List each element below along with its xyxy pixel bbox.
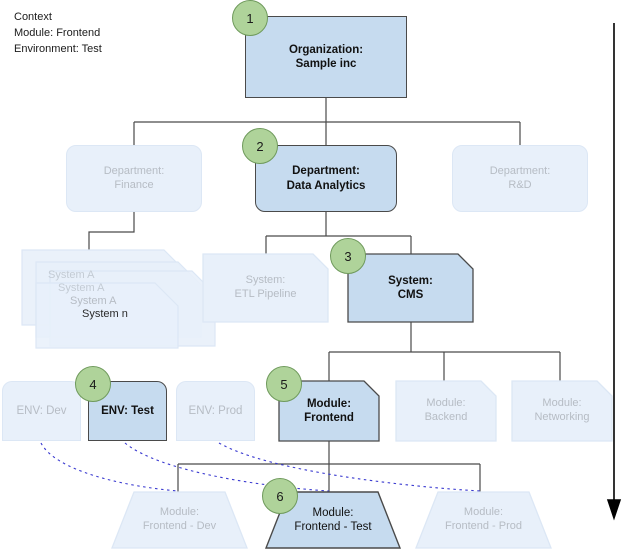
badge-3: 3: [330, 238, 366, 274]
node-system-cms-label: System: CMS: [388, 274, 433, 301]
node-env-prod-label: ENV: Prod: [188, 404, 243, 417]
node-module-frontend[interactable]: Module: Frontend: [279, 381, 379, 441]
node-organization[interactable]: Organization: Sample inc: [245, 16, 407, 98]
node-module-backend-label: Module: Backend: [424, 397, 468, 423]
system-stack-label-1: System A: [48, 269, 95, 281]
node-env-dev-label: ENV: Dev: [16, 404, 67, 417]
node-department-rd[interactable]: Department: R&D: [452, 145, 588, 212]
badge-4: 4: [75, 366, 111, 402]
node-env-test-label: ENV: Test: [101, 404, 154, 417]
node-department-data-analytics[interactable]: Department: Data Analytics: [255, 145, 397, 212]
node-department-data-analytics-label: Department: Data Analytics: [286, 165, 366, 192]
node-module-frontend-prod-label: Module: Frontend - Prod: [444, 506, 523, 532]
badge-6: 6: [262, 478, 298, 514]
node-env-prod[interactable]: ENV: Prod: [176, 381, 255, 441]
node-department-finance-label: Department: Finance: [103, 164, 165, 191]
node-env-dev[interactable]: ENV: Dev: [2, 381, 81, 441]
node-module-frontend-dev-label: Module: Frontend - Dev: [142, 506, 217, 532]
node-system-etl-pipeline[interactable]: System: ETL Pipeline: [203, 254, 328, 322]
context-legend: Context Module: Frontend Environment: Te…: [14, 11, 102, 55]
system-stack-shapes: [21, 249, 216, 349]
node-module-frontend-dev[interactable]: Module: Frontend - Dev: [112, 492, 247, 548]
env-to-instance-links: [40, 442, 481, 492]
node-system-cms[interactable]: System: CMS: [348, 254, 473, 322]
node-department-finance[interactable]: Department: Finance: [66, 145, 202, 212]
node-module-frontend-test[interactable]: Module: Frontend - Test: [266, 492, 400, 548]
timeline-arrow: [606, 23, 622, 521]
node-module-frontend-test-label: Module: Frontend - Test: [294, 506, 372, 533]
node-module-networking[interactable]: Module: Networking: [512, 381, 612, 441]
node-department-rd-label: Department: R&D: [489, 164, 551, 191]
system-stack-label-2: System A: [58, 282, 105, 294]
node-organization-label: Organization: Sample inc: [288, 43, 364, 70]
badge-5: 5: [266, 366, 302, 402]
node-module-frontend-label: Module: Frontend: [304, 397, 354, 424]
node-module-networking-label: Module: Networking: [534, 397, 590, 423]
badge-2: 2: [242, 128, 278, 164]
system-stack-label-4: System n: [82, 308, 128, 320]
node-module-frontend-prod[interactable]: Module: Frontend - Prod: [416, 492, 551, 548]
node-module-backend[interactable]: Module: Backend: [396, 381, 496, 441]
badge-1: 1: [232, 0, 268, 36]
node-system-stack[interactable]: System A System A System A System n: [48, 270, 188, 330]
system-stack-label-3: System A: [70, 295, 117, 307]
node-system-etl-pipeline-label: System: ETL Pipeline: [234, 274, 297, 300]
